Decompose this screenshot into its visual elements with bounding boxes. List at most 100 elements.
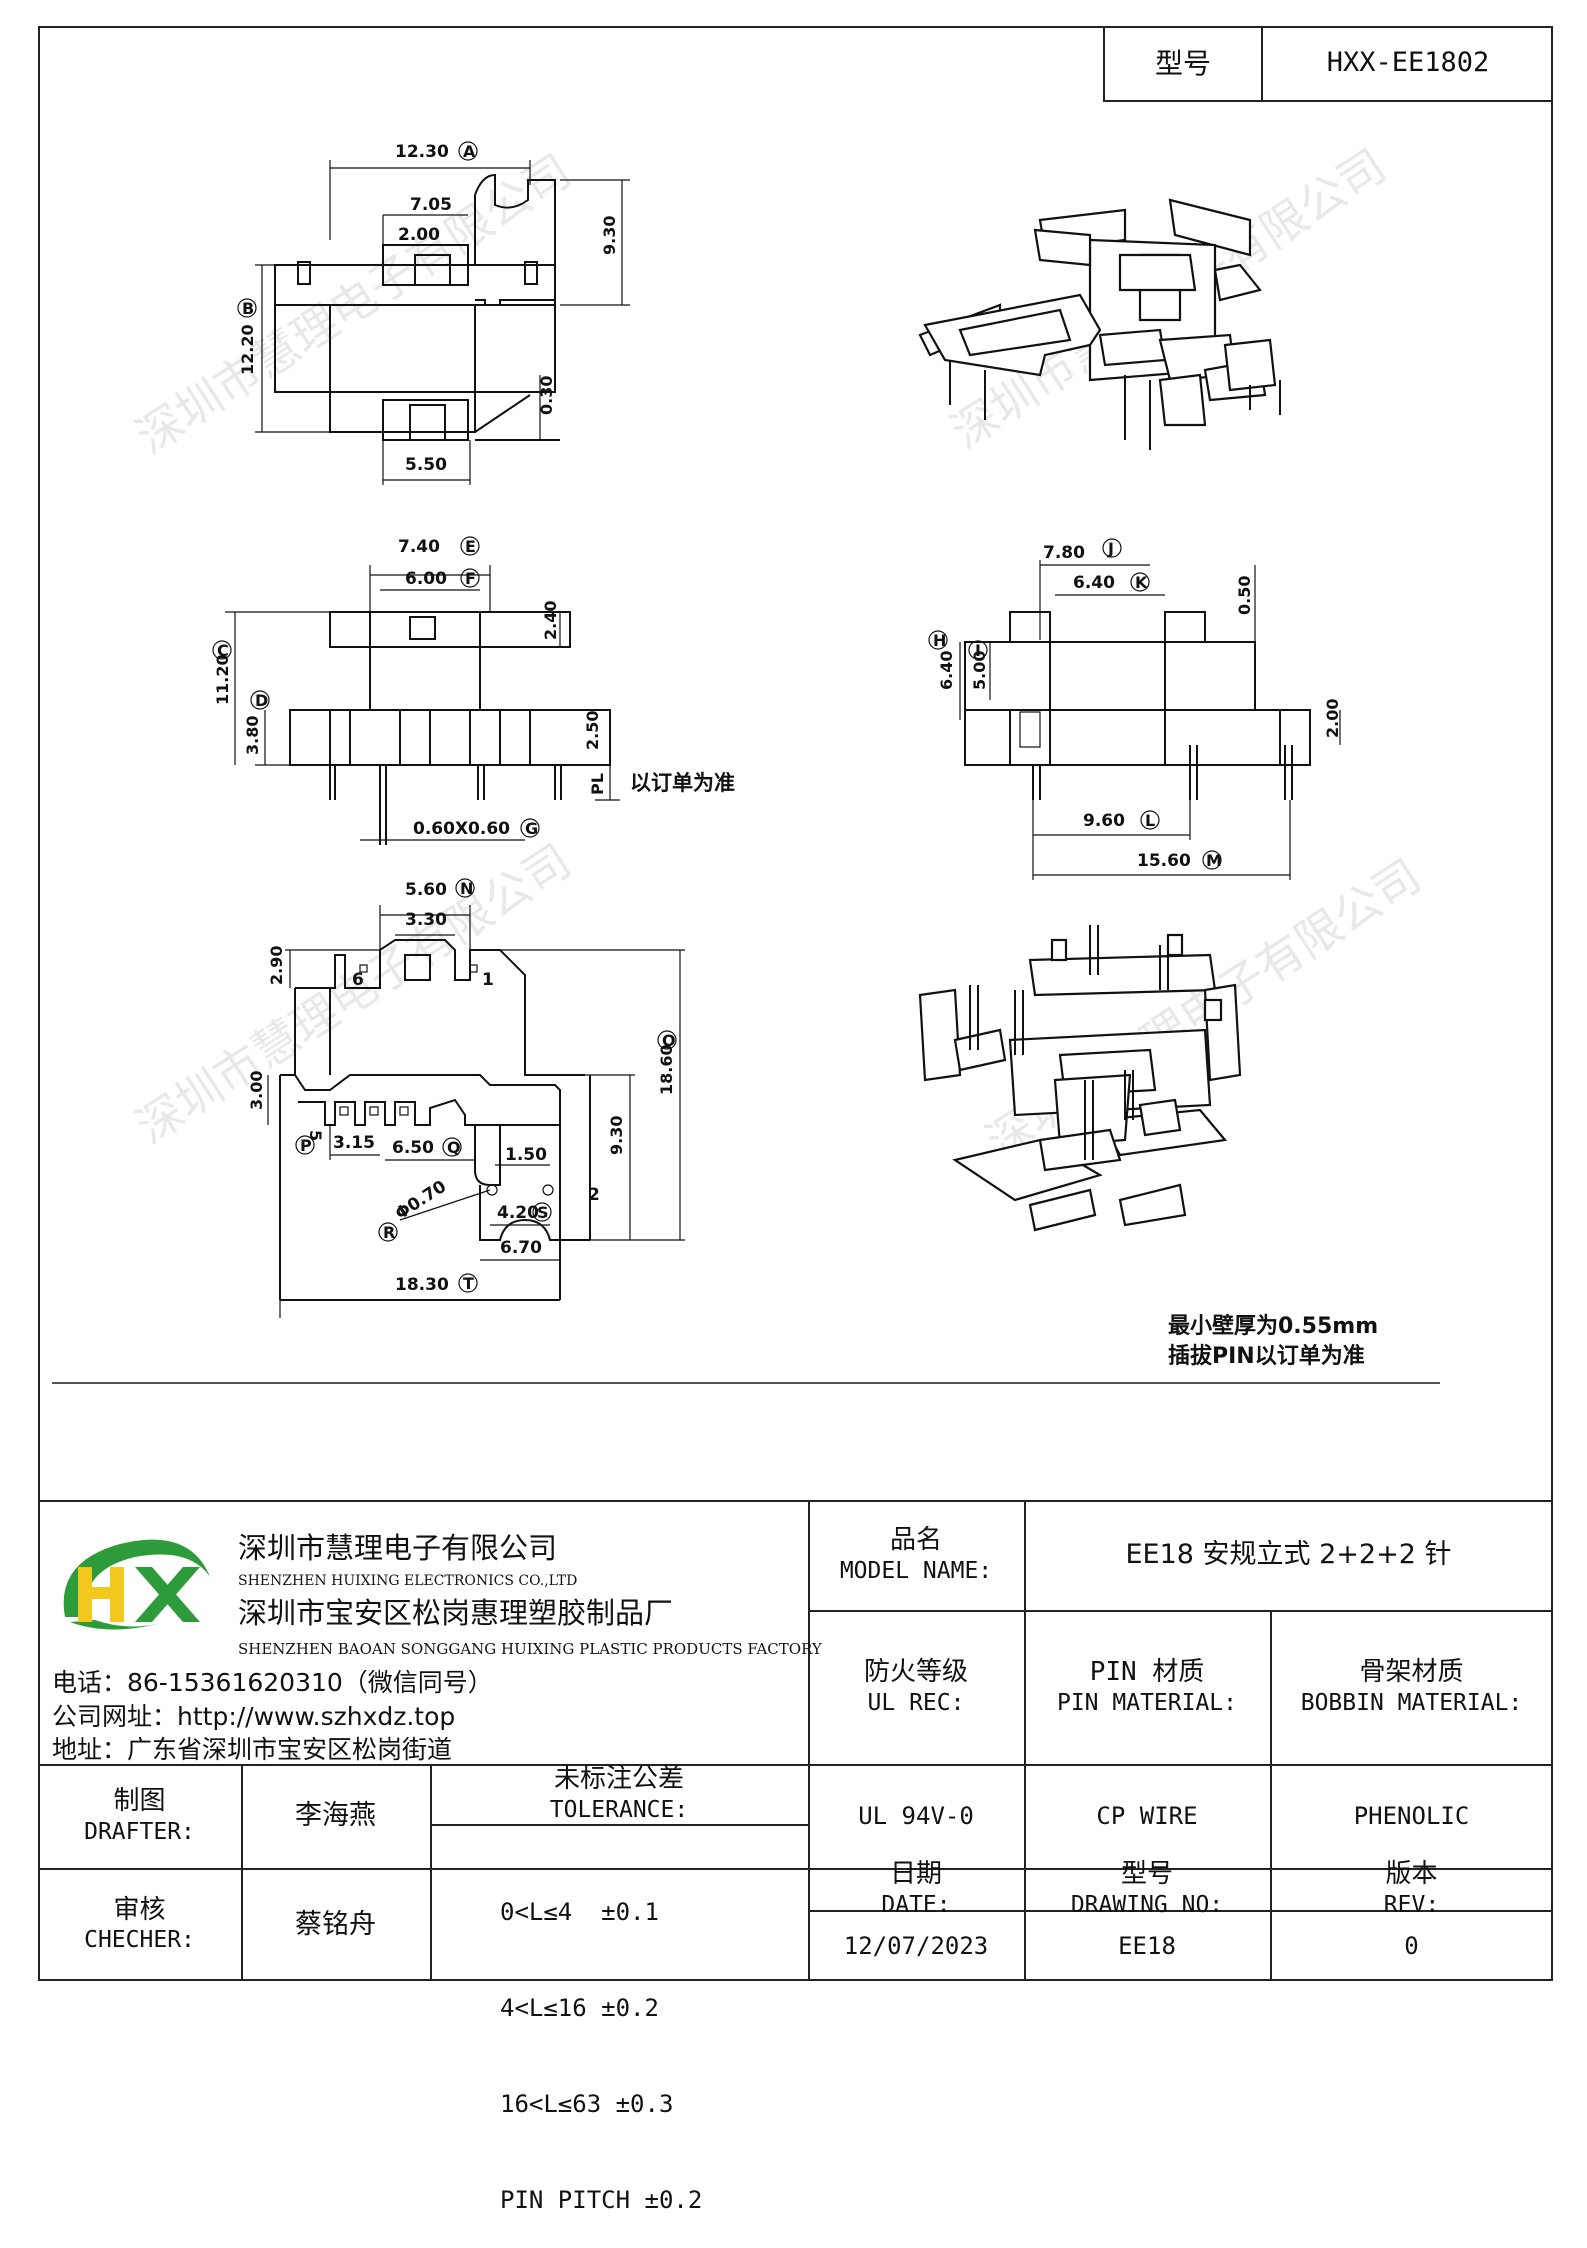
tolerance-label: 未标注公差 TOLERANCE: bbox=[549, 1764, 689, 1823]
dim-930b: 9.30 bbox=[607, 1116, 626, 1155]
dim-e: 7.40 bbox=[398, 537, 440, 557]
pin-2: 2 bbox=[588, 1185, 600, 1205]
tolerance-row: 0<L≤4 ±0.1 bbox=[500, 1898, 659, 1926]
checker-label: 审核 CHECHER: bbox=[84, 1894, 195, 1954]
company-name-cn: 深圳市慧理电子有限公司 bbox=[238, 1531, 558, 1565]
company-address: 地址：广东省深圳市宝安区松岗街道 bbox=[52, 1735, 453, 1764]
svg-text:J: J bbox=[1107, 539, 1114, 558]
svg-text:O: O bbox=[662, 1031, 676, 1050]
dim-f: 6.00 bbox=[405, 569, 447, 589]
dim-g: 0.60X0.60 bbox=[413, 819, 510, 839]
date-label: 日期 DATE: bbox=[881, 1859, 951, 1918]
svg-text:F: F bbox=[465, 569, 476, 588]
dim-240: 2.40 bbox=[541, 601, 560, 640]
drafter-name: 李海燕 bbox=[295, 1800, 376, 1832]
dim-l: 9.60 bbox=[1083, 811, 1125, 831]
note-wall-thickness: 最小壁厚为0.55mm bbox=[1168, 1313, 1378, 1339]
dim-550: 5.50 bbox=[405, 455, 447, 475]
svg-text:A: A bbox=[463, 142, 476, 161]
dim-250: 2.50 bbox=[583, 711, 602, 750]
dim-c: 11.20 bbox=[213, 654, 232, 705]
svg-text:R: R bbox=[383, 1223, 395, 1242]
bobbin-material-label: 骨架材质 BOBBIN MATERIAL: bbox=[1300, 1657, 1523, 1716]
dim-a: 12.30 bbox=[395, 142, 449, 162]
dim-r: Φ0.70 bbox=[392, 1177, 450, 1225]
tolerance-row: 4<L≤16 ±0.2 bbox=[500, 1994, 659, 2022]
dim-150: 1.50 bbox=[505, 1145, 547, 1165]
dim-290: 2.90 bbox=[267, 946, 286, 985]
dim-930: 9.30 bbox=[600, 216, 619, 255]
svg-text:D: D bbox=[255, 691, 268, 710]
svg-text:Q: Q bbox=[447, 1138, 461, 1157]
pin-1: 1 bbox=[482, 970, 494, 990]
dim-330: 3.30 bbox=[405, 910, 447, 930]
dim-300: 3.00 bbox=[247, 1071, 266, 1110]
company-website: 公司网址：http://www.szhxdz.top bbox=[52, 1702, 456, 1731]
dim-p: 5 bbox=[306, 1130, 325, 1141]
checker-name: 蔡铭舟 bbox=[295, 1908, 376, 1940]
ul-value: UL 94V-0 bbox=[858, 1802, 974, 1830]
company-phone: 电话：86-15361620310（微信同号） bbox=[52, 1668, 493, 1697]
factory-name-en: SHENZHEN BAOAN SONGGANG HUIXING PLASTIC … bbox=[238, 1640, 822, 1658]
dim-i: 5.00 bbox=[970, 651, 989, 690]
dim-705: 7.05 bbox=[410, 195, 452, 215]
drawing-no-value: EE18 bbox=[1118, 1931, 1176, 1960]
side-view: 7.80 J 6.40 K 0.50 6.40 H 5.00 I 2.00 9.… bbox=[928, 538, 1342, 880]
svg-text:N: N bbox=[460, 879, 473, 898]
pin-6: 6 bbox=[352, 970, 364, 990]
svg-text:K: K bbox=[1135, 573, 1148, 592]
dim-k: 6.40 bbox=[1073, 573, 1115, 593]
company-name-en: SHENZHEN HUIXING ELECTRONICS CO.,LTD bbox=[238, 1573, 578, 1589]
svg-text:S: S bbox=[537, 1203, 549, 1222]
dim-200b: 2.00 bbox=[1323, 699, 1342, 738]
model-name-value: EE18 安规立式 2+2+2 针 bbox=[1125, 1539, 1452, 1571]
iso-view-bottom bbox=[918, 925, 1242, 1232]
top-view: 12.30 A 7.05 2.00 9.30 12.20 B 0.30 5.50 bbox=[237, 141, 630, 485]
dim-b: 12.20 bbox=[238, 324, 257, 375]
svg-text:C: C bbox=[217, 641, 229, 660]
note-pin: 插拔PIN以订单为准 bbox=[1168, 1343, 1365, 1369]
pin-material-label: PIN 材质 PIN MATERIAL: bbox=[1056, 1657, 1237, 1716]
dim-050: 0.50 bbox=[1235, 576, 1254, 615]
dim-670: 6.70 bbox=[500, 1238, 542, 1258]
drafter-label: 制图 DRAFTER: bbox=[84, 1786, 195, 1845]
dim-030: 0.30 bbox=[537, 376, 556, 415]
dim-m: 15.60 bbox=[1137, 851, 1191, 871]
company-logo bbox=[50, 1522, 220, 1642]
tolerance-row: PIN PITCH ±0.2 bbox=[500, 2186, 703, 2214]
pin-material-value: CP WIRE bbox=[1096, 1802, 1198, 1830]
dim-n: 5.60 bbox=[405, 880, 447, 900]
svg-text:B: B bbox=[242, 299, 254, 318]
dim-s: 4.20 bbox=[497, 1203, 539, 1223]
dim-o: 18.60 bbox=[657, 1044, 676, 1095]
svg-text:P: P bbox=[300, 1136, 312, 1155]
hx-logo-icon bbox=[63, 1539, 210, 1630]
pl-note: 以订单为准 bbox=[630, 771, 735, 795]
svg-text:M: M bbox=[1206, 851, 1222, 870]
watermark-1: 深圳市慧理电子有限公司 bbox=[127, 143, 581, 464]
dim-d: 3.80 bbox=[243, 716, 262, 755]
dim-315: 3.15 bbox=[333, 1133, 375, 1153]
svg-text:I: I bbox=[975, 641, 981, 660]
header-model-label: 型号 bbox=[1105, 26, 1263, 100]
factory-name-cn: 深圳市宝安区松岗惠理塑胶制品厂 bbox=[238, 1596, 674, 1630]
drawing-frame bbox=[38, 26, 1553, 1981]
iso-view-top bbox=[918, 198, 1281, 450]
rev-label: 版本 REV: bbox=[1383, 1859, 1440, 1918]
dim-pl: PL bbox=[588, 773, 607, 795]
header-model-value: HXX-EE1802 bbox=[1326, 47, 1490, 79]
svg-text:G: G bbox=[525, 819, 538, 838]
model-name-label: 品名 MODEL NAME: bbox=[839, 1525, 993, 1584]
rev-value: 0 bbox=[1404, 1931, 1419, 1960]
svg-text:E: E bbox=[465, 537, 476, 556]
svg-text:T: T bbox=[463, 1274, 474, 1293]
ul-rec-label: 防火等级 UL REC: bbox=[863, 1657, 968, 1716]
front-view: 7.40 E 6.00 F 2.40 11.20 C 3.80 D 2.50 P… bbox=[212, 536, 735, 845]
dim-q: 6.50 bbox=[392, 1138, 434, 1158]
technical-drawing: 深圳市慧理电子有限公司 深圳市慧理电子有限公司 深圳市慧理电子有限公司 深圳市慧… bbox=[52, 138, 1440, 1384]
watermark-3: 深圳市慧理电子有限公司 bbox=[127, 833, 581, 1154]
svg-text:L: L bbox=[1145, 811, 1155, 830]
dim-j: 7.80 bbox=[1043, 543, 1085, 563]
date-value: 12/07/2023 bbox=[843, 1931, 989, 1960]
tolerance-table: 0<L≤4 ±0.1 4<L≤16 ±0.2 16<L≤63 ±0.3 PIN … bbox=[500, 1832, 800, 2248]
